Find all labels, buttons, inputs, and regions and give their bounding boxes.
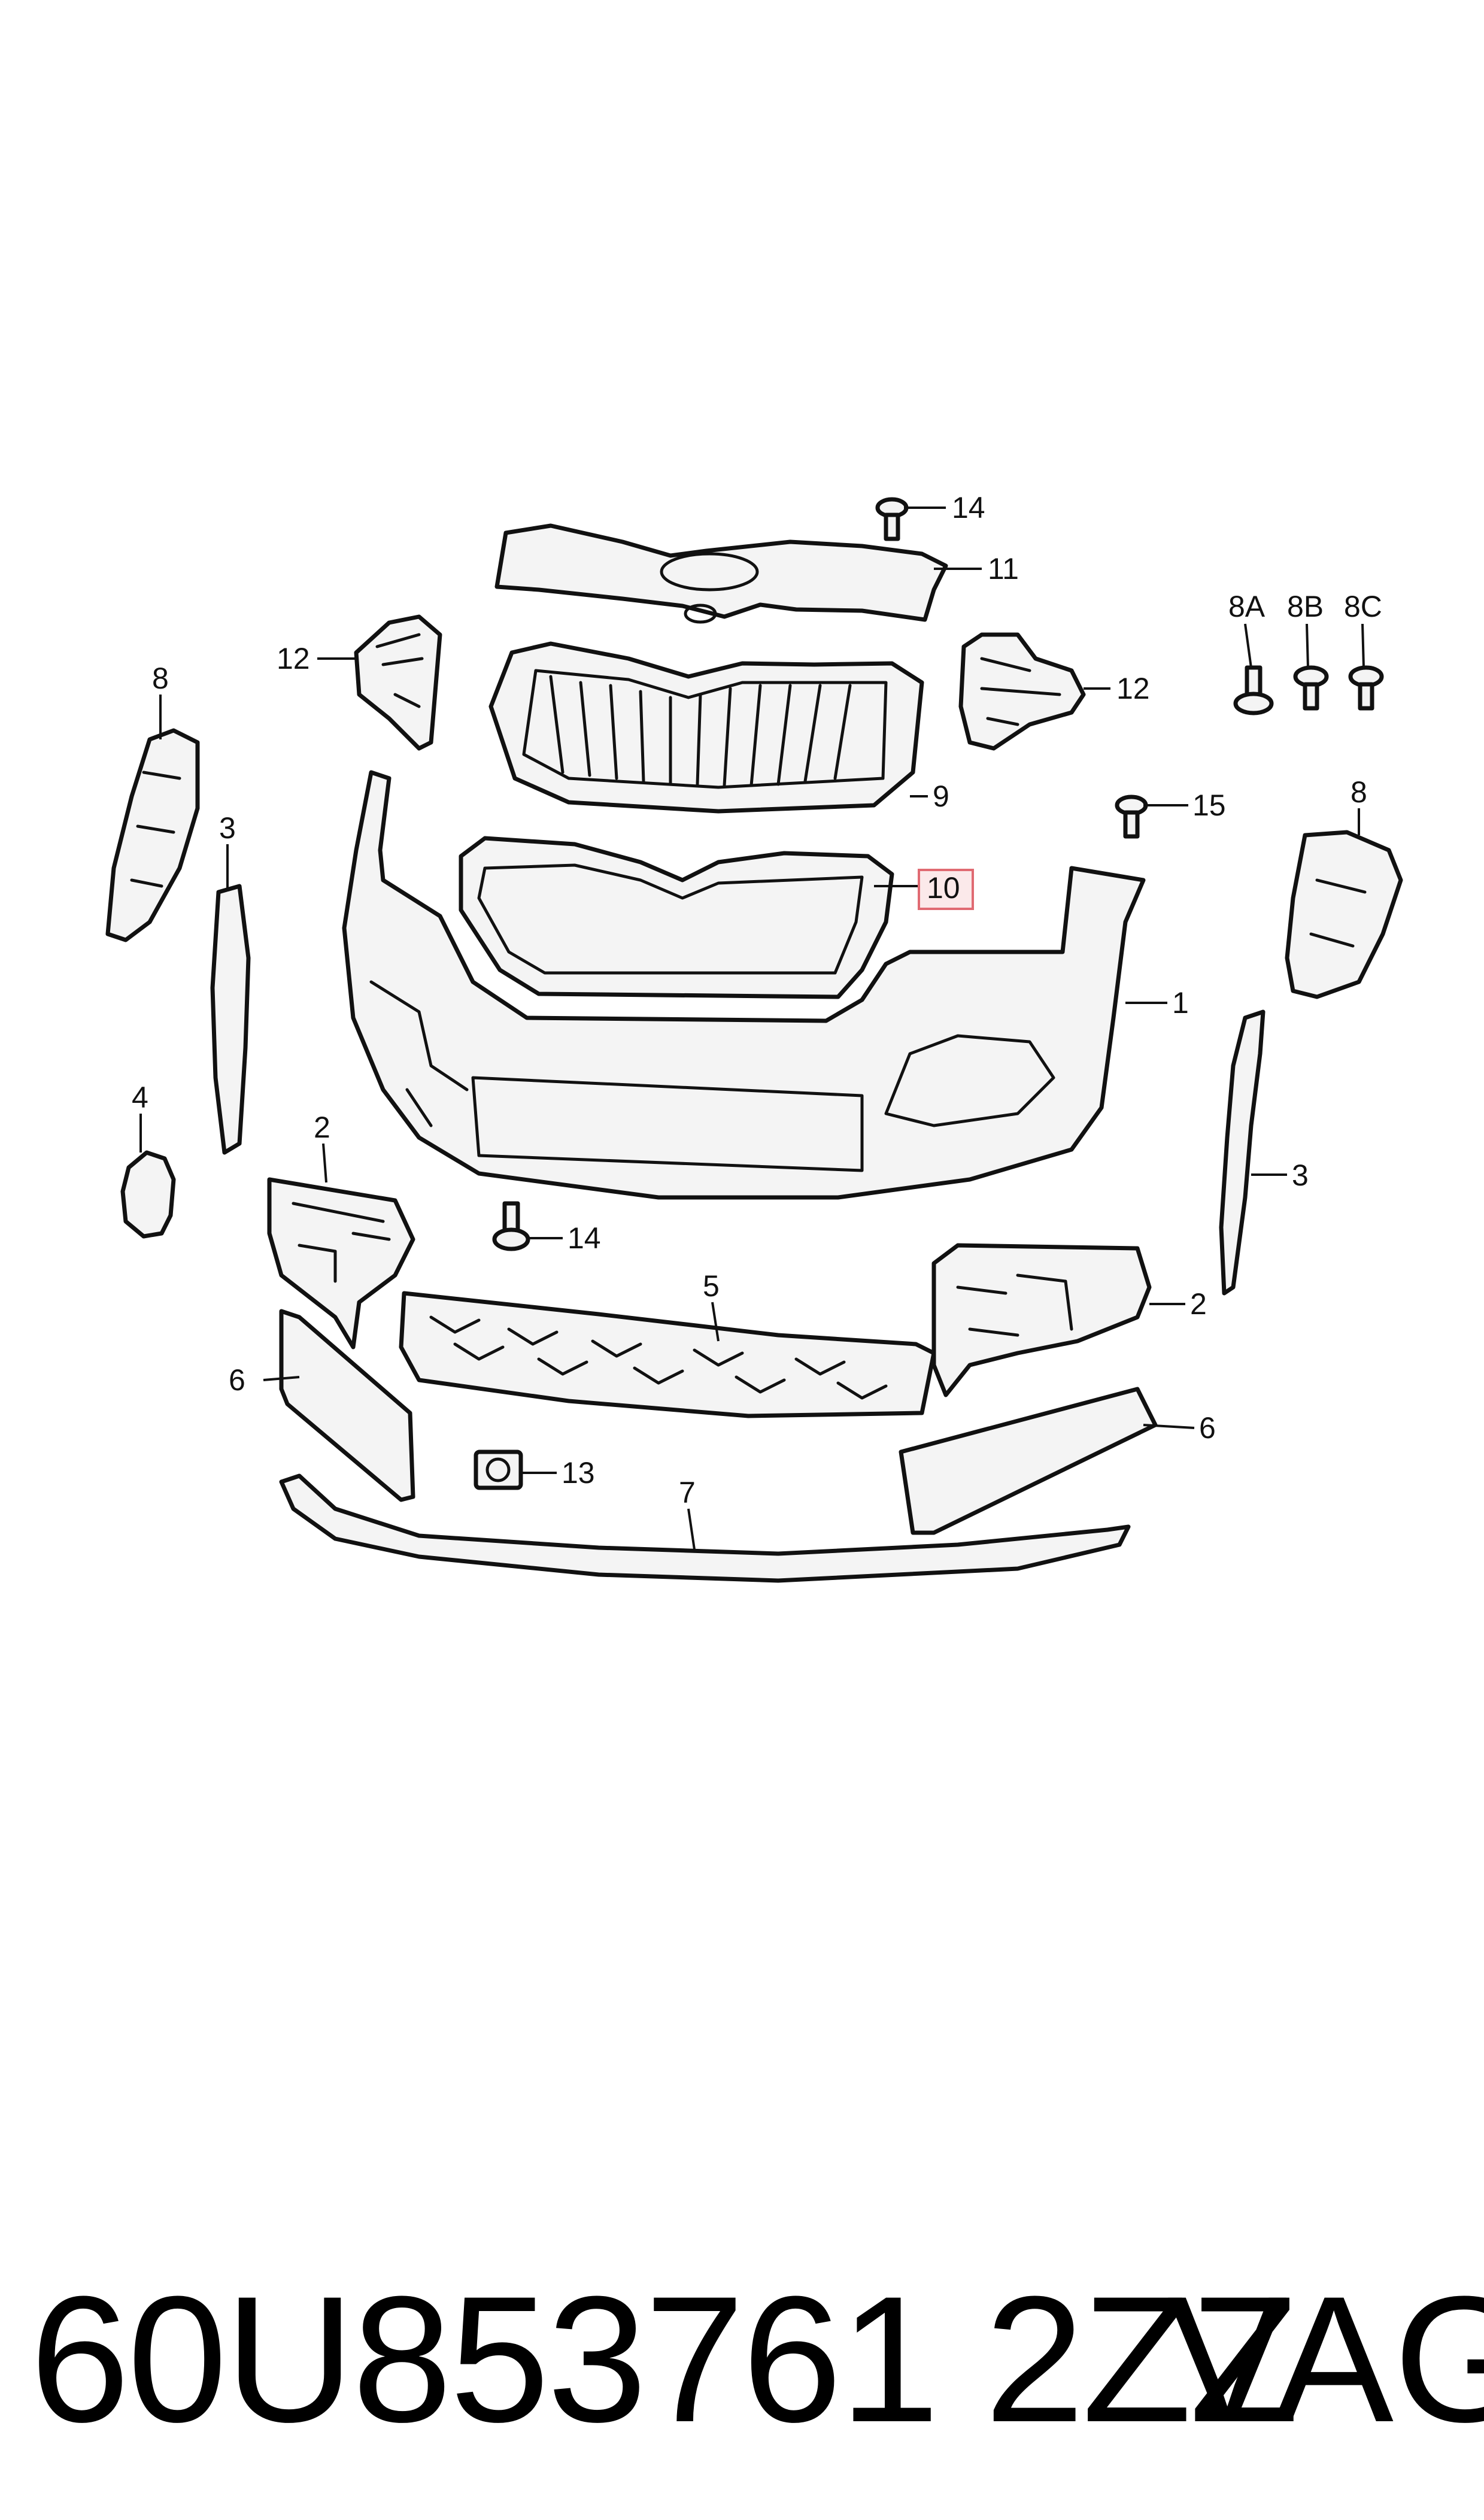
callout-12-left: 12 [277, 642, 310, 675]
part-12-right-bracket [958, 632, 1086, 751]
callout-14-lower: 14 [567, 1221, 601, 1255]
callout-4: 4 [132, 1081, 148, 1114]
callout-10: 10 [927, 871, 960, 905]
part-10-grille-frame [459, 836, 894, 999]
part-2-right-impact-bracket [931, 1243, 1152, 1397]
screw-14-lower-icon [492, 1201, 530, 1251]
part-8-left-guide [105, 728, 200, 942]
brand-label: VAG [1167, 2258, 1484, 2460]
callout-8C: 8C [1344, 590, 1382, 623]
callout-labels: 14 11 12 12 9 15 10 1 8 3 8 8A 8B 8C 4 2… [132, 491, 1382, 1509]
callout-2-right: 2 [1190, 1287, 1207, 1321]
part-3-right-strip [1219, 1009, 1266, 1296]
screw-8B-icon [1293, 665, 1329, 711]
callout-8-left: 8 [152, 662, 169, 695]
part-8-right-guide [1285, 830, 1403, 999]
part-3-left-strip [210, 884, 251, 1155]
callout-15: 15 [1192, 789, 1226, 822]
callout-14-top: 14 [952, 491, 985, 524]
callout-6-right: 6 [1199, 1411, 1216, 1445]
footer: 60U853761 2ZZ VAG [30, 2251, 1484, 2467]
part-6-left-trim [279, 1309, 415, 1502]
callout-7: 7 [679, 1476, 696, 1509]
screw-8C-icon [1348, 665, 1384, 711]
part-2-left-impact-bracket [267, 1177, 415, 1350]
part-5-lower-grille [399, 1291, 936, 1418]
callout-9: 9 [933, 780, 949, 813]
callout-10-highlight [918, 869, 974, 910]
callout-8-right: 8 [1351, 775, 1367, 809]
callout-11: 11 [988, 552, 1019, 586]
callout-2-left: 2 [314, 1111, 330, 1144]
part-12-left-bracket [354, 614, 442, 751]
part-1-bumper-cover [342, 770, 1146, 1200]
callout-6-left: 6 [229, 1363, 245, 1397]
part-6-right-trim [899, 1387, 1158, 1535]
callout-13: 13 [562, 1456, 595, 1490]
leader-lines [139, 507, 1365, 1550]
part-7-spoiler-lip [279, 1473, 1131, 1583]
screw-14-top-icon [875, 497, 909, 541]
callout-5: 5 [703, 1269, 720, 1303]
part-9-radiator-grille [488, 641, 924, 814]
clip-8A-icon [1233, 665, 1274, 715]
callout-3-left: 3 [219, 811, 236, 845]
part-number: 60U853761 2ZZ [30, 2258, 1299, 2460]
callout-12-right: 12 [1116, 672, 1150, 705]
callout-3-right: 3 [1292, 1159, 1309, 1192]
part-11-upper-carrier [494, 523, 948, 624]
screw-15-icon [1115, 794, 1148, 839]
callout-8B: 8B [1287, 590, 1324, 623]
part-13-clip [474, 1449, 523, 1490]
callout-8A: 8A [1228, 590, 1266, 623]
part-4-cover-cap [120, 1150, 176, 1239]
callout-1: 1 [1172, 986, 1189, 1020]
